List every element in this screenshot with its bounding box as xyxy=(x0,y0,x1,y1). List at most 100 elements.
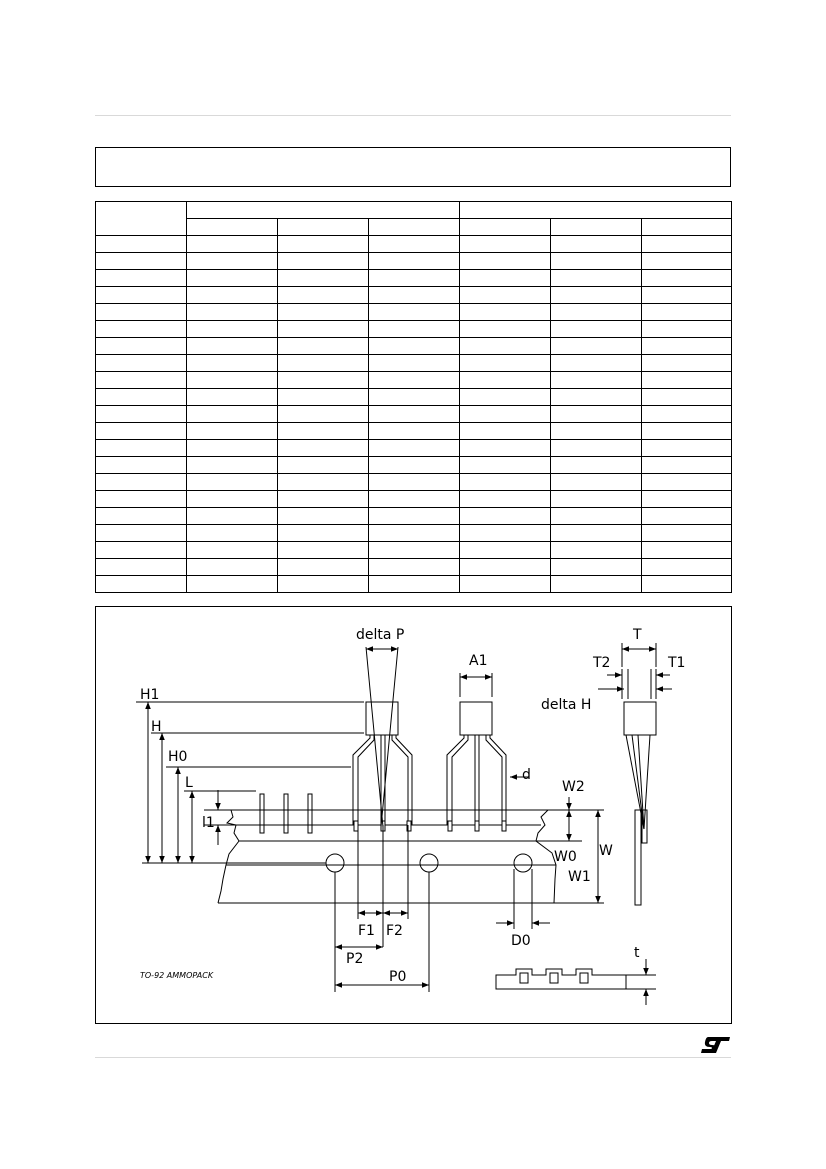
label-p2: P2 xyxy=(346,951,363,967)
label-l: L xyxy=(185,775,193,791)
table-cell xyxy=(186,252,278,270)
table-row xyxy=(95,388,733,406)
table-symbol-cell xyxy=(95,507,187,525)
label-t2: T2 xyxy=(592,655,610,671)
table-cell xyxy=(459,473,552,491)
table-cell xyxy=(186,558,278,576)
label-w0: W0 xyxy=(554,849,577,865)
table-symbol-cell xyxy=(95,473,187,491)
table-cell xyxy=(550,235,643,253)
table-symbol-cell xyxy=(95,456,187,474)
table-cell xyxy=(277,235,369,253)
table-row xyxy=(95,456,733,474)
label-f1: F1 xyxy=(358,923,375,939)
table-cell xyxy=(277,354,369,372)
table-row xyxy=(95,252,733,270)
table-cell xyxy=(277,507,369,525)
table-cell xyxy=(277,558,369,576)
table-cell xyxy=(641,507,733,525)
table-cell xyxy=(186,269,278,287)
table-cell xyxy=(277,303,369,321)
table-cell xyxy=(641,473,733,491)
table-cell xyxy=(186,422,278,440)
table-row xyxy=(95,473,733,491)
table-cell xyxy=(367,558,461,576)
label-delta-h: delta H xyxy=(541,697,591,713)
table-cell xyxy=(277,575,369,593)
table-cell xyxy=(367,575,461,593)
table-cell xyxy=(459,286,552,304)
table-cell xyxy=(459,337,552,355)
table-cell xyxy=(277,286,369,304)
table-title-box xyxy=(95,147,731,187)
table-cell xyxy=(459,422,552,440)
table-row xyxy=(95,371,733,389)
table-cell xyxy=(186,405,278,423)
table-symbol-cell xyxy=(95,286,187,304)
table-cell xyxy=(367,252,461,270)
ammopack-drawing: delta P A1 T T2 T1 delta H H1 H H0 L l1 … xyxy=(136,627,685,1005)
table-cell xyxy=(186,303,278,321)
table-cell xyxy=(459,235,552,253)
table-cell xyxy=(641,269,733,287)
table-cell xyxy=(641,371,733,389)
ammopack-drawing-box: delta P A1 T T2 T1 delta H H1 H H0 L l1 … xyxy=(95,606,732,1024)
label-h0: H0 xyxy=(168,749,187,765)
table-cell xyxy=(641,422,733,440)
label-h: H xyxy=(151,719,162,735)
table-cell xyxy=(459,558,552,576)
carrier-tape xyxy=(217,809,557,904)
table-symbol-cell xyxy=(95,320,187,338)
table-cell xyxy=(550,524,643,542)
table-cell xyxy=(367,507,461,525)
lead-stubs xyxy=(259,793,313,834)
label-a1: A1 xyxy=(469,653,487,669)
table-header-cell xyxy=(95,201,187,236)
table-cell xyxy=(186,456,278,474)
sprocket-holes xyxy=(325,853,533,873)
table-cell xyxy=(367,337,461,355)
label-p0: P0 xyxy=(389,969,406,985)
table-symbol-cell xyxy=(95,337,187,355)
table-row xyxy=(95,524,733,542)
table-row xyxy=(95,439,733,457)
table-cell xyxy=(641,252,733,270)
table-symbol-cell xyxy=(95,235,187,253)
label-h1: H1 xyxy=(140,687,159,703)
transistor-1 xyxy=(352,646,413,832)
table-cell xyxy=(277,371,369,389)
table-cell xyxy=(550,303,643,321)
table-cell xyxy=(550,473,643,491)
table-cell xyxy=(367,320,461,338)
table-cell xyxy=(641,320,733,338)
table-cell xyxy=(641,524,733,542)
label-l1: l1 xyxy=(202,815,215,831)
table-cell xyxy=(641,490,733,508)
table-cell xyxy=(459,524,552,542)
table-cell xyxy=(367,303,461,321)
table-cell xyxy=(459,320,552,338)
table-row xyxy=(95,541,733,559)
table-cell xyxy=(459,269,552,287)
drawing-caption: TO-92 AMMOPACK xyxy=(140,971,214,980)
table-cell xyxy=(459,575,552,593)
table-cell xyxy=(186,320,278,338)
table-row xyxy=(95,575,733,593)
table-cell xyxy=(186,439,278,457)
table-cell xyxy=(186,541,278,559)
table-cell xyxy=(459,303,552,321)
table-header-cell xyxy=(641,218,733,236)
table-cell xyxy=(641,558,733,576)
table-cell xyxy=(277,269,369,287)
table-cell xyxy=(550,405,643,423)
table-row xyxy=(95,558,733,576)
table-row xyxy=(95,269,733,287)
table-row xyxy=(95,490,733,508)
table-cell xyxy=(367,269,461,287)
table-cell xyxy=(367,490,461,508)
table-cell xyxy=(550,354,643,372)
table-cell xyxy=(641,303,733,321)
table-row xyxy=(95,337,733,355)
table-cell xyxy=(550,269,643,287)
table-row xyxy=(95,354,733,372)
